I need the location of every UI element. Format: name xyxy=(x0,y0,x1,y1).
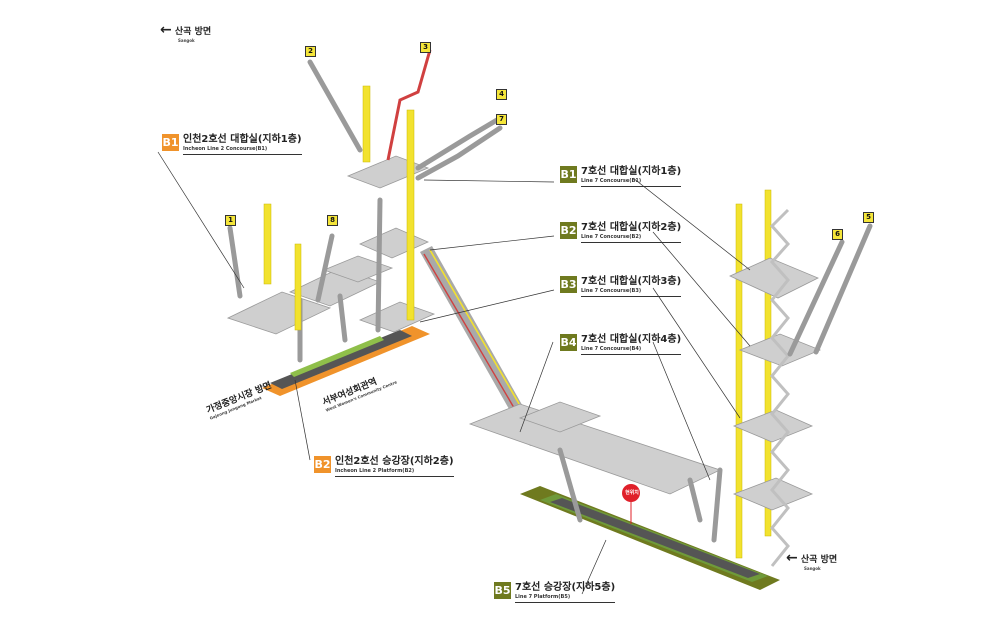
label-line7-b5: B5 7호선 승강장(지하5층) Line 7 Platform(B5) xyxy=(494,582,616,603)
direction-bottom-en: Sangok xyxy=(804,566,821,571)
elevator-shafts xyxy=(263,85,772,559)
leader-lines xyxy=(157,151,751,595)
line7-b4-concourse xyxy=(468,401,722,495)
level-badge: B2 xyxy=(314,456,331,473)
label-incheon-b1: B1 인천2호선 대합실(지하1층) Incheon Line 2 Concou… xyxy=(162,134,302,155)
direction-top: ← 산곡 방면 Sangok xyxy=(160,22,211,43)
direction-bottom: ← 산곡 방면 Sangok xyxy=(786,550,837,571)
tower-zigzag xyxy=(769,208,791,567)
exit-6-badge: 6 xyxy=(832,229,843,240)
current-location-marker xyxy=(622,484,640,524)
level-badge: B3 xyxy=(560,276,577,293)
exit-7-badge: 7 xyxy=(496,114,507,125)
current-location-label: 현위치 xyxy=(625,490,639,496)
level-badge: B5 xyxy=(494,582,511,599)
exit3-corridor xyxy=(386,49,432,161)
label-line7-b1: B1 7호선 대합실(지하1층) Line 7 Concourse(B1) xyxy=(560,166,682,187)
exit-5-badge: 5 xyxy=(863,212,874,223)
exit-1-badge: 1 xyxy=(225,215,236,226)
exit-3-badge: 3 xyxy=(420,42,431,53)
exit-4-badge: 4 xyxy=(496,89,507,100)
label-incheon-b2: B2 인천2호선 승강장(지하2층) Incheon Line 2 Platfo… xyxy=(314,456,454,477)
level-badge: B1 xyxy=(162,134,179,151)
exit-8-badge: 8 xyxy=(327,215,338,226)
label-line7-b2: B2 7호선 대합실(지하2층) Line 7 Concourse(B2) xyxy=(560,222,682,243)
label-line7-b3: B3 7호선 대합실(지하3층) Line 7 Concourse(B3) xyxy=(560,276,682,297)
direction-top-en: Sangok xyxy=(178,38,195,43)
label-line7-b4: B4 7호선 대합실(지하4층) Line 7 Concourse(B4) xyxy=(560,334,682,355)
level-badge: B2 xyxy=(560,222,577,239)
level-badge: B4 xyxy=(560,334,577,351)
direction-top-ko: 산곡 방면 xyxy=(174,27,212,37)
direction-bottom-ko: 산곡 방면 xyxy=(800,555,838,565)
arrow-left-icon: ← xyxy=(786,550,798,566)
line7-platform xyxy=(520,486,780,590)
line7-tower xyxy=(729,257,822,511)
tower-connectors xyxy=(557,223,873,543)
incheon-platform xyxy=(262,326,430,396)
exit-2-badge: 2 xyxy=(305,46,316,57)
level-badge: B1 xyxy=(560,166,577,183)
arrow-left-icon: ← xyxy=(160,22,172,38)
